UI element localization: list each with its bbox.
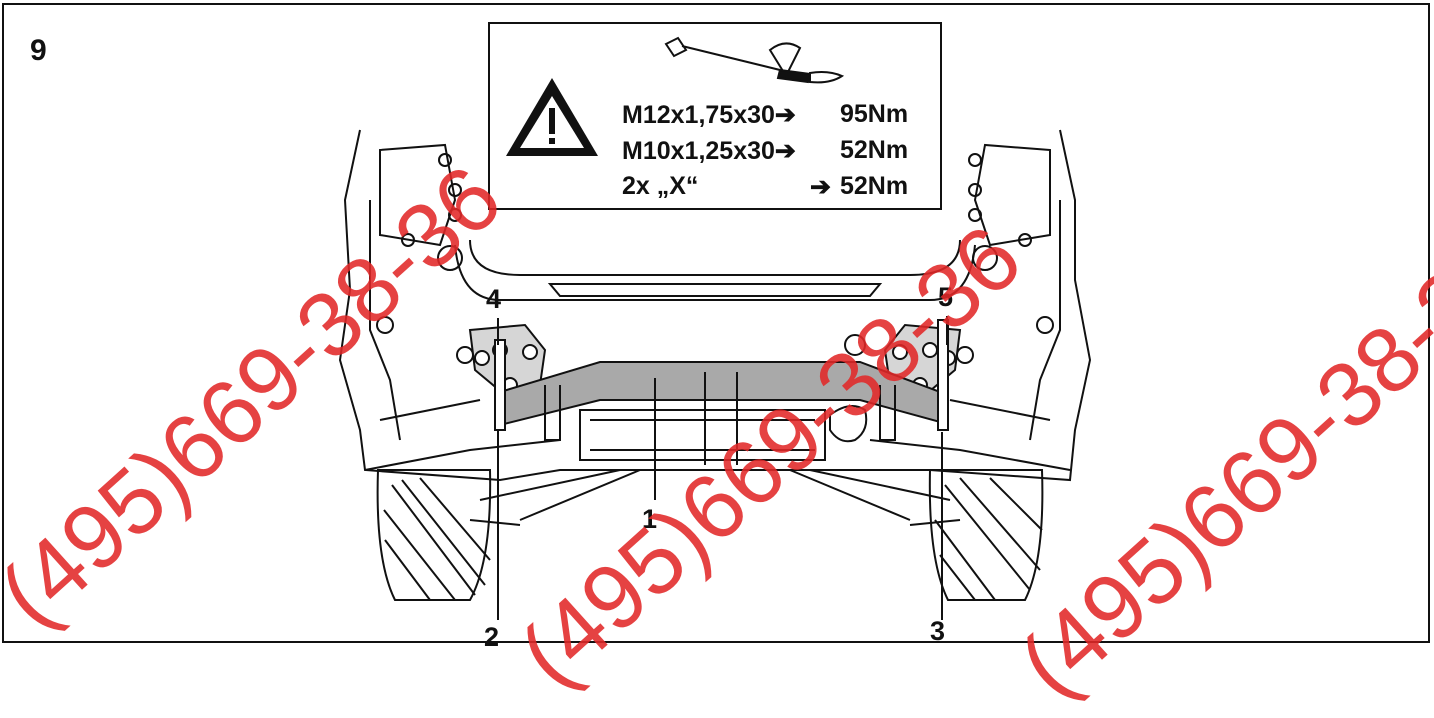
rear-body-outline [338,129,1092,482]
left-rear-tire [376,469,492,601]
step-number: 9 [30,34,47,67]
torque-value: 52Nm [840,172,909,200]
torque-row: 2x „X“ ➔ 52Nm [622,172,908,201]
callout-1: 1 [642,504,658,534]
arrow-icon: ➔ [810,173,831,201]
torque-value: 95Nm [840,100,909,128]
callout-3: 3 [930,616,946,646]
torque-row: M10x1,25x30➔ 52Nm [622,136,908,166]
torque-value: 52Nm [840,136,909,164]
torque-row: M12x1,75x30➔ 95Nm [622,100,908,130]
torque-wrench-icon [664,36,845,84]
warning-triangle-icon [506,78,598,156]
right-rear-tire [928,469,1044,601]
arrow-icon: ➔ [774,101,796,129]
rear-spoiler-strip [547,283,883,297]
vehicle-rear-illustration [338,129,1092,620]
callout-2: 2 [484,622,500,652]
arrow-icon: ➔ [774,137,796,165]
muffler [579,409,826,461]
bolt-spec: 2x „X“ [622,172,699,200]
torque-specification-box: M12x1,75x30➔ 95Nm M10x1,25x30➔ 52Nm 2x „… [488,22,942,210]
bolt-spec: M12x1,75x30 [622,101,775,129]
callout-leaders [497,316,948,620]
callout-5: 5 [938,282,954,312]
bolt-spec: M10x1,25x30 [622,137,775,165]
callout-4: 4 [486,284,502,314]
